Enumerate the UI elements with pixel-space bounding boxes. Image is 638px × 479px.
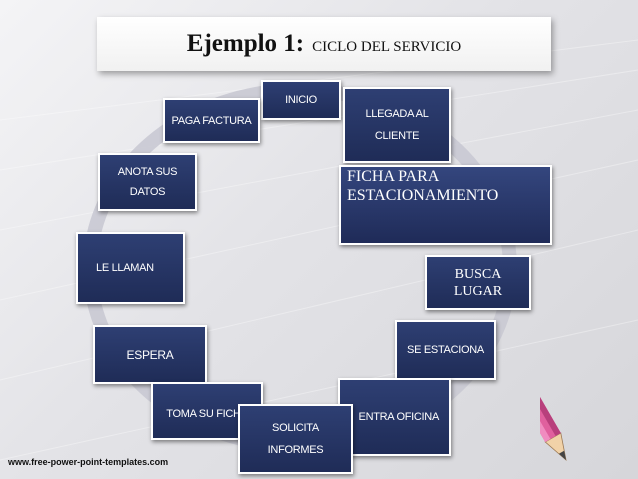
node-inicio: INICIO: [261, 80, 341, 120]
node-entra-oficina: ENTRA OFICINA: [338, 378, 451, 456]
node-anota-label-2: DATOS: [129, 186, 166, 198]
node-espera: ESPERA: [93, 325, 207, 384]
node-busca-label-2: LUGAR: [453, 283, 503, 299]
pencil-icon: [540, 290, 567, 462]
node-toma-su-ficha-label: TOMA SU FICHA: [166, 408, 248, 420]
node-busca-label-1: BUSCA: [454, 266, 502, 282]
node-le-llaman: LE LLAMAN: [76, 232, 185, 304]
node-entra-oficina-label: ENTRA OFICINA: [358, 411, 440, 423]
node-solicita-label-1: SOLICITA: [272, 422, 319, 434]
node-solicita-informes: SOLICITA INFORMES: [238, 404, 353, 474]
title-box: Ejemplo 1: CICLO DEL SERVICIO: [97, 17, 551, 71]
node-llegada-label-2: CLIENTE: [374, 130, 420, 142]
node-se-estaciona-label: SE ESTACIONA: [407, 344, 484, 356]
node-anota-sus-datos: ANOTA SUS DATOS: [98, 153, 197, 211]
node-llegada-al-cliente: LLEGADA AL CLIENTE: [343, 87, 451, 163]
node-se-estaciona: SE ESTACIONA: [395, 320, 496, 380]
node-espera-label: ESPERA: [126, 347, 174, 362]
node-ficha-para-estacionamiento: FICHA PARA ESTACIONAMIENTO: [339, 165, 552, 245]
node-busca-lugar: BUSCA LUGAR: [425, 255, 531, 310]
title-subtitle: CICLO DEL SERVICIO: [312, 38, 462, 55]
node-solicita-label-2: INFORMES: [267, 444, 324, 456]
node-ficha-label-1: FICHA PARA: [347, 168, 440, 185]
node-paga-factura: PAGA FACTURA: [163, 98, 260, 143]
node-ficha-label-2: ESTACIONAMIENTO: [347, 187, 499, 204]
node-anota-label-1: ANOTA SUS: [117, 166, 178, 178]
node-llegada-label-1: LLEGADA AL: [365, 108, 429, 120]
footer-url: www.free-power-point-templates.com: [8, 457, 169, 467]
title-main: Ejemplo 1:: [186, 30, 305, 57]
node-le-llaman-label: LE LLAMAN: [96, 262, 154, 274]
node-paga-factura-label: PAGA FACTURA: [171, 114, 252, 127]
node-inicio-label: INICIO: [285, 94, 317, 106]
